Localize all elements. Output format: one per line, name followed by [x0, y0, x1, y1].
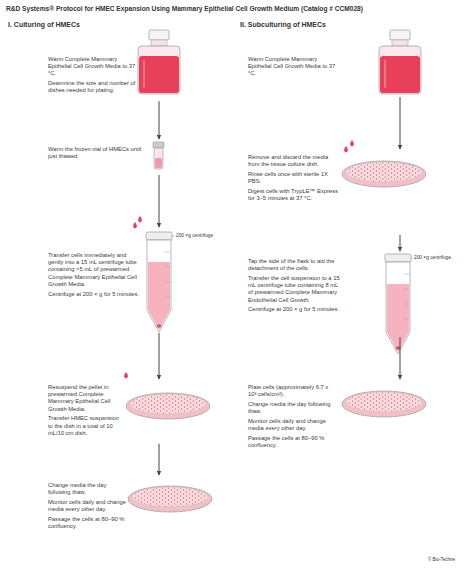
step-text: Tap the side of the flask to aid the det…	[248, 258, 343, 316]
step-block: Warm Complete Mammary Epithelial Cell Gr…	[38, 30, 188, 100]
step-text: Transfer cells immediately and gently in…	[48, 252, 140, 300]
step-instruction: Centrifuge at 200 × g for 5 minutes.	[248, 306, 343, 313]
step-text: Change media the day following thaw. Moni…	[48, 482, 126, 533]
step-instruction: Monitor cells daily and change media eve…	[48, 499, 126, 513]
step-instruction: Change media the day following thaw.	[48, 482, 126, 496]
step-instruction: Centrifuge at 200 × g for 5 minutes.	[48, 291, 140, 298]
step-text: Warm Complete Mammary Epithelial Cell Gr…	[248, 56, 338, 80]
step-instruction: Warm Complete Mammary Epithelial Cell Gr…	[248, 56, 338, 78]
copyright-note: © Bio-Techne	[428, 557, 455, 562]
flow-arrow	[159, 444, 160, 475]
flow-arrow	[159, 101, 160, 139]
step-text: Warm Complete Mammary Epithelial Cell Gr…	[48, 56, 138, 97]
equipment-label: 200 ×g centrifuge	[176, 233, 213, 238]
step-block: Remove and discard the media from the ti…	[240, 150, 430, 234]
step-block: Change media the day following thaw. Moni…	[38, 476, 213, 536]
section-heading: II. Subculturing of HMECs	[240, 21, 326, 28]
step-block: Resuspend the pellet in prewarmed Comple…	[38, 380, 213, 443]
step-instruction: Warm the frozen vial of HMECs until just…	[48, 146, 143, 160]
step-instruction: Transfer cells immediately and gently in…	[48, 252, 140, 288]
step-instruction: Digest cells with TrypLE™ Express for 3–…	[248, 188, 338, 202]
step-block: Transfer cells immediately and gently in…	[38, 228, 188, 332]
step-instruction: Passage the cells at 80–90 % confluency.	[248, 435, 333, 449]
step-instruction: Monitor cells daily and change media eve…	[248, 418, 333, 432]
equipment-label: 200 ×g centrifuge	[414, 255, 451, 260]
step-instruction: Transfer the cell suspension to a 15 mL …	[248, 275, 343, 304]
step-instruction: Plate cells (approximately 6.7 x 10³ cel…	[248, 384, 333, 398]
flow-arrow	[159, 175, 160, 227]
step-text: Plate cells (approximately 6.7 x 10³ cel…	[248, 384, 333, 452]
step-instruction: Determine the size and number of dishes …	[48, 80, 138, 94]
step-text: Warm the frozen vial of HMECs until just…	[48, 146, 143, 163]
step-instruction: Resuspend the pellet in prewarmed Comple…	[48, 384, 120, 413]
diagram-title: R&D Systems® Protocol for HMEC Expansion…	[6, 5, 446, 12]
step-block: Warm the frozen vial of HMECs until just…	[38, 140, 188, 174]
flow-arrow	[400, 235, 401, 251]
step-instruction: Rinse cells once with sterile 1X PBS.	[248, 171, 338, 185]
step-instruction: Remove and discard the media from the ti…	[248, 154, 338, 168]
step-block: Tap the side of the flask to aid the det…	[240, 252, 430, 336]
step-text: Remove and discard the media from the ti…	[248, 154, 338, 205]
section-heading: I. Culturing of HMECs	[8, 21, 80, 28]
step-block: Warm Complete Mammary Epithelial Cell Gr…	[240, 30, 425, 96]
step-block: Plate cells (approximately 6.7 x 10³ cel…	[240, 380, 435, 455]
flow-arrow	[159, 333, 160, 379]
flow-arrow	[400, 337, 401, 379]
step-text: Resuspend the pellet in prewarmed Comple…	[48, 384, 120, 440]
step-instruction: Warm Complete Mammary Epithelial Cell Gr…	[48, 56, 138, 78]
step-instruction: Passage the cells at 80–90 % confluency.	[48, 516, 126, 530]
step-instruction: Change media the day following thaw.	[248, 401, 333, 415]
step-instruction: Transfer HMEC suspension to the dish in …	[48, 415, 120, 437]
step-instruction: Tap the side of the flask to aid the det…	[248, 258, 343, 272]
flow-arrow	[400, 97, 401, 149]
